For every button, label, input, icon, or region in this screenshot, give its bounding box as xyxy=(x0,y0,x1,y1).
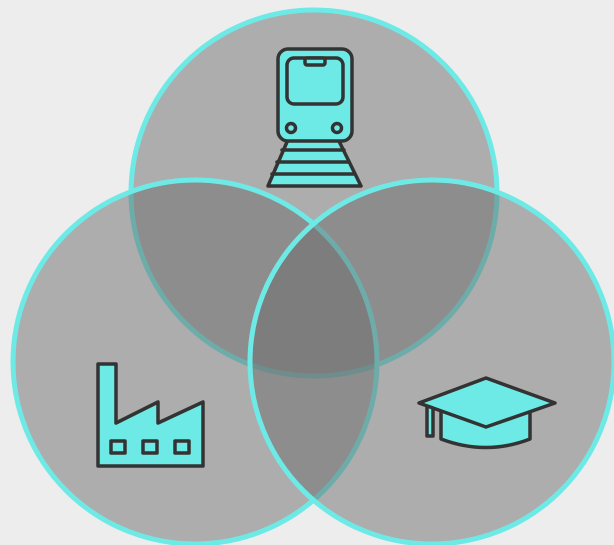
factory-icon xyxy=(96,362,205,468)
train-icon xyxy=(266,47,363,188)
venn-circle-bottom-right xyxy=(247,177,614,545)
graduation-cap-icon xyxy=(417,376,557,450)
